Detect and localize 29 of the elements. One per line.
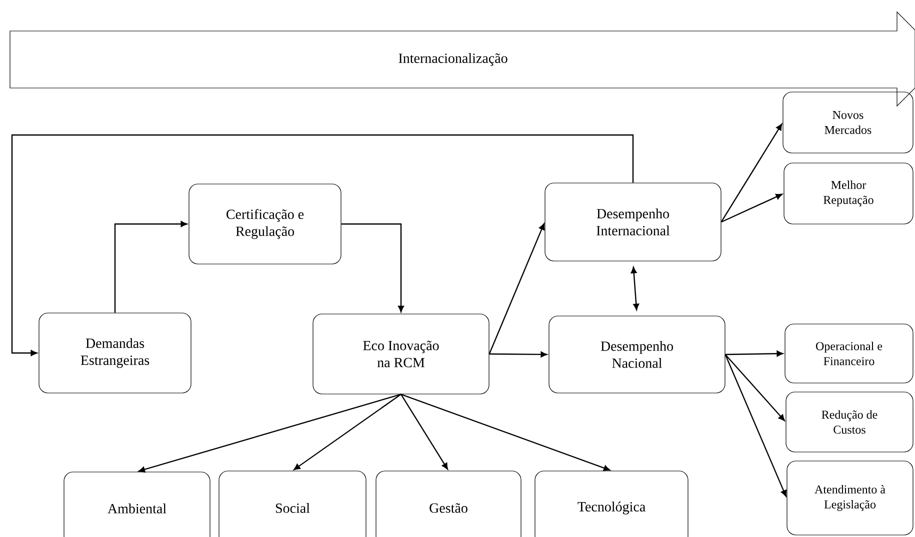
arrow xyxy=(724,354,787,497)
arrow xyxy=(114,221,188,313)
arrow xyxy=(489,351,548,358)
rounded-box: Demandas Estrangeiras xyxy=(38,312,192,394)
rounded-box: Desempenho Nacional xyxy=(548,316,726,394)
rounded-box: Ambiental xyxy=(64,472,210,537)
arrow xyxy=(720,124,782,222)
arrow xyxy=(630,266,640,310)
arrow xyxy=(138,394,402,472)
rounded-box: Novos Mercados xyxy=(782,92,914,154)
rounded-box: Tecnológica xyxy=(534,470,688,537)
rounded-box: Redução de Custos xyxy=(786,392,914,452)
rounded-box: Eco Inovação na RCM xyxy=(312,314,490,394)
arrow xyxy=(724,354,785,421)
arrow xyxy=(400,394,610,471)
arrow xyxy=(294,394,402,470)
rounded-box: Atendimento à Legislação xyxy=(786,460,914,536)
arrow xyxy=(725,350,784,357)
arrow xyxy=(11,134,634,356)
rounded-box: Melhor Reputação xyxy=(784,162,914,224)
arrow xyxy=(721,194,782,223)
rounded-box: Desempenho Internacional xyxy=(544,182,722,262)
rounded-box: Social xyxy=(218,470,366,537)
rounded-box: Certificação e Regulação xyxy=(188,184,342,264)
arrow xyxy=(341,223,404,312)
rounded-box: Gestão xyxy=(376,470,522,537)
arrow xyxy=(488,223,545,354)
arrow xyxy=(400,394,448,470)
rounded-box: Operacional e Financeiro xyxy=(784,324,914,384)
